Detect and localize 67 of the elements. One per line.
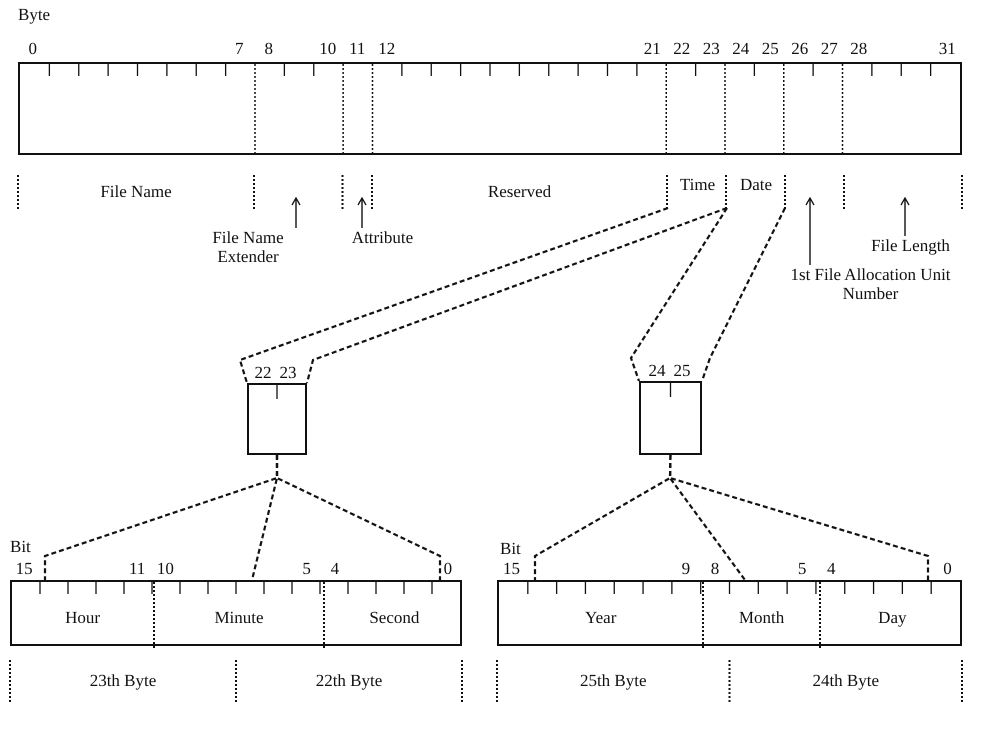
projection-line <box>276 455 442 580</box>
arrow <box>900 197 910 236</box>
byte-number: 23 <box>280 364 296 382</box>
bit-field-bar <box>497 580 962 646</box>
axis-title: Bit <box>500 540 521 558</box>
byte-number: 24 <box>732 40 750 58</box>
byte-number: 22 <box>254 364 272 382</box>
byte-number: 0 <box>28 40 37 58</box>
byte-number: 11 <box>349 40 366 58</box>
projection-line <box>630 207 728 382</box>
byte-number: 26 <box>791 40 808 58</box>
byte-number: 28 <box>850 40 868 58</box>
field-label: Reserved <box>488 183 552 201</box>
byte-number: 12 <box>378 40 396 58</box>
byte-number: 25 <box>674 362 690 380</box>
field-label: 1st File Allocation Unit Number <box>773 265 968 307</box>
bit-number: 11 <box>128 560 146 578</box>
field-label: File Name <box>100 183 172 201</box>
field-label: Time <box>668 175 727 208</box>
field-label: Attribute <box>340 228 425 250</box>
bit-number: 4 <box>330 560 340 578</box>
byte-number: 22 <box>673 40 690 58</box>
byte-label: 22th Byte <box>316 672 382 690</box>
arrow <box>805 197 815 265</box>
bit-field-bar <box>10 580 462 646</box>
bit-number: 8 <box>710 560 720 578</box>
byte-number: 27 <box>820 40 838 58</box>
byte-number: 23 <box>702 40 720 58</box>
projection-line <box>306 206 728 384</box>
byte-number: 21 <box>644 40 661 58</box>
byte-pair-box <box>247 383 307 455</box>
projection-line <box>700 208 786 382</box>
byte-pair-box <box>639 381 702 455</box>
bit-number: 15 <box>16 560 33 578</box>
bit-field: Month <box>702 582 819 648</box>
bit-field: Minute <box>153 582 323 648</box>
byte-number: 31 <box>938 40 956 58</box>
axis-title: Byte <box>18 6 50 24</box>
bit-field: Day <box>818 582 964 648</box>
bit-field: Year <box>499 582 702 648</box>
projection-line <box>668 454 930 580</box>
bit-number: 10 <box>156 560 174 578</box>
axis-title: Bit <box>10 538 31 556</box>
byte-number: 8 <box>264 40 273 58</box>
byte-number: 10 <box>319 40 336 58</box>
bit-number: 9 <box>682 560 690 578</box>
byte-label: 25th Byte <box>580 672 647 690</box>
field-label: File Length <box>848 236 973 258</box>
bit-field: Hour <box>12 582 154 648</box>
bit-field: Second <box>322 582 464 648</box>
arrow <box>291 197 301 228</box>
byte-label: 24th Byte <box>812 672 880 690</box>
arrow <box>357 197 367 228</box>
field-label: Date <box>727 175 785 208</box>
field-label: File Name Extender <box>188 228 308 270</box>
byte-label: 23th Byte <box>90 672 156 690</box>
projection-line <box>238 206 668 384</box>
byte-field-bar <box>18 62 962 155</box>
bit-number: 0 <box>943 560 952 578</box>
byte-number: 7 <box>235 40 244 58</box>
bit-number: 4 <box>826 560 836 578</box>
bit-number: 5 <box>302 560 311 578</box>
byte-number: 24 <box>648 362 666 380</box>
byte-number: 25 <box>762 40 779 58</box>
bit-number: 5 <box>798 560 806 578</box>
bit-number: 0 <box>444 560 452 578</box>
bit-number: 15 <box>503 560 520 578</box>
